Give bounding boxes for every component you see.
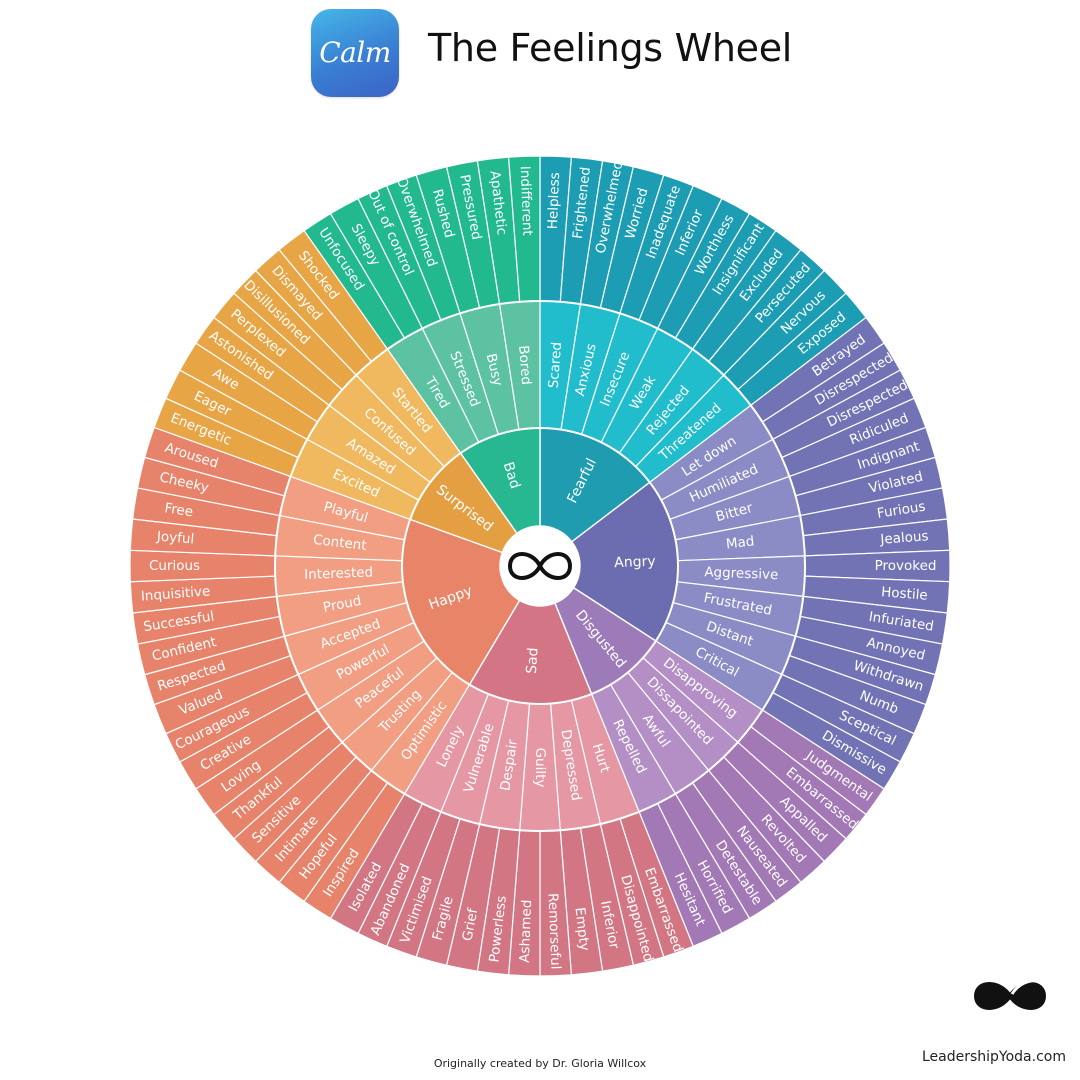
ring-divider xyxy=(401,427,679,705)
sub-emotion-label: Aggressive xyxy=(704,564,779,583)
infinity-icon xyxy=(507,552,573,580)
calm-logo-text: Calm xyxy=(319,36,391,69)
core-emotion-label: Bad xyxy=(500,460,523,491)
sub-emotion-label: Despair xyxy=(497,738,521,792)
sub-emotion-label: Content xyxy=(312,532,367,554)
core-emotion-label: Sad xyxy=(524,647,542,675)
leaf-label: Curious xyxy=(149,558,200,574)
leaf-label: Indifferent xyxy=(517,166,536,236)
leaf-label: Helpless xyxy=(545,172,563,229)
leaf-label: Furious xyxy=(876,499,927,522)
ring-divider xyxy=(274,300,806,832)
leaf-label: Inquisitive xyxy=(140,583,211,604)
leaf-label: Provoked xyxy=(875,558,937,574)
page-title: The Feelings Wheel xyxy=(428,26,793,70)
website-link[interactable]: LeadershipYoda.com xyxy=(921,1049,1066,1065)
sub-emotion-label: Busy xyxy=(483,352,506,388)
infinity-icon xyxy=(973,979,1050,1010)
category-happy: InspiredHopefulOptimisticIntimateSensiti… xyxy=(129,426,521,920)
leaf-label: Powerless xyxy=(486,895,510,963)
leaf-label: Joyful xyxy=(155,529,194,548)
core-emotion-label: Angry xyxy=(614,554,656,572)
leaf-label: Remorseful xyxy=(545,893,564,970)
sub-emotion-label: Guilty xyxy=(532,748,548,788)
sub-emotion-label: Scared xyxy=(546,341,566,388)
leaf-label: Grief xyxy=(459,906,481,942)
category-surprised: EnergeticEagerExcitedAweAstonishedAmazed… xyxy=(153,229,518,554)
calm-logo: Calm xyxy=(311,9,399,97)
sub-emotion-label: Mad xyxy=(725,533,755,552)
sub-emotion-label: Proud xyxy=(322,593,363,616)
leaf-label: Hostile xyxy=(881,584,929,604)
leaf-label: Apathetic xyxy=(486,170,509,236)
sub-emotion-label: Bored xyxy=(515,345,534,386)
leaf-label: Ashamed xyxy=(517,899,535,963)
category-sad: EmbarrassedDisappointedHurtInferiorEmpty… xyxy=(329,599,695,977)
sub-emotion-label: Interested xyxy=(304,564,373,583)
leaf-label: Empty xyxy=(571,907,592,952)
credit-text: Originally created by Dr. Gloria Willcox xyxy=(433,1057,647,1070)
leaf-label: Jealous xyxy=(879,528,929,548)
header: Calm The Feelings Wheel xyxy=(0,0,1080,110)
leaf-label: Free xyxy=(163,500,194,520)
